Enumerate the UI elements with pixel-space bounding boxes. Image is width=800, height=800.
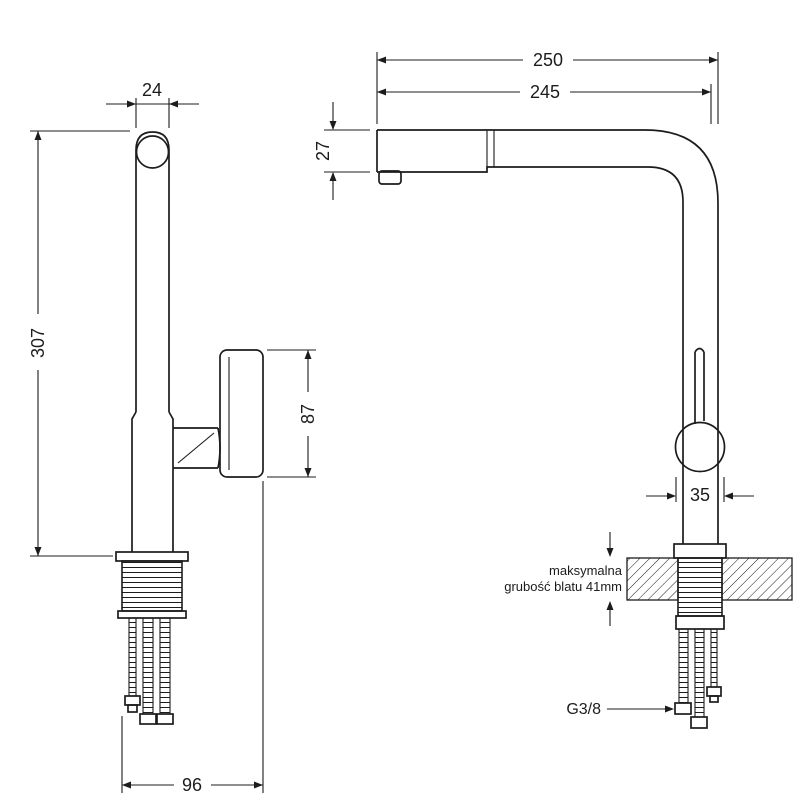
arrowhead	[606, 548, 614, 557]
supply-hose	[159, 617, 171, 715]
hose-fitting	[156, 713, 174, 725]
mounting-nut	[675, 615, 725, 630]
countertop-section	[626, 557, 793, 729]
body-right-edge	[168, 411, 174, 552]
handle-stem	[694, 352, 705, 424]
mounting-stud	[128, 617, 137, 697]
arrowhead	[169, 100, 178, 108]
swivel-joint	[135, 135, 170, 169]
spout-outer-outline	[377, 129, 719, 544]
dim-spout-height: 27	[313, 102, 370, 200]
label-background	[26, 314, 50, 370]
handle-stem-cap	[694, 347, 705, 353]
faucet-body-side	[115, 131, 264, 725]
arrowhead	[606, 601, 614, 610]
arrowhead	[709, 56, 718, 64]
hose-fitting	[139, 713, 157, 725]
arrowhead	[122, 781, 131, 789]
counter-thickness-note: maksymalna grubość blatu 41mm	[504, 532, 623, 626]
arrowhead	[304, 350, 312, 359]
supply-hose	[678, 628, 689, 704]
socket-detail-line	[177, 432, 215, 464]
handle-paddle	[219, 349, 264, 478]
arrowhead	[329, 121, 337, 130]
spout-pipe-outline	[135, 131, 170, 412]
dim-label-total-height: 307	[28, 328, 48, 358]
supply-hose	[142, 617, 154, 715]
counter-note-line2: grubość blatu 41mm	[504, 579, 622, 594]
dim-label-reach-outer: 250	[533, 50, 563, 70]
dim-spout-width: 24	[106, 80, 199, 128]
mounting-washer	[117, 610, 187, 619]
side-view: 24 307	[26, 80, 319, 795]
aerator	[378, 170, 402, 185]
stud-tip	[127, 704, 138, 713]
arrowhead	[34, 131, 42, 140]
dim-body-width: 35	[646, 477, 754, 505]
arrowhead	[377, 88, 386, 96]
thread-size-label: G3/8	[566, 701, 601, 718]
handle-loop	[674, 421, 726, 473]
dim-total-height: 307	[26, 130, 130, 557]
arrowhead	[702, 88, 711, 96]
arrowhead	[665, 705, 674, 713]
dim-reach-outer: 250	[376, 49, 719, 124]
thread-size-callout: G3/8	[566, 701, 674, 718]
hose-fitting	[690, 716, 708, 729]
hose-fitting	[674, 702, 692, 715]
threaded-shank	[121, 560, 183, 612]
arrowhead	[304, 468, 312, 477]
mounting-hardware	[124, 617, 174, 725]
stud-nut	[706, 686, 722, 697]
arrowhead	[667, 492, 676, 500]
stud-tip	[709, 695, 719, 703]
countertop-slab	[721, 557, 793, 601]
counter-note-line1: maksymalna	[549, 563, 623, 578]
deck-flange	[115, 551, 189, 562]
dim-label-base-depth: 96	[182, 775, 202, 795]
arrowhead	[329, 172, 337, 181]
label-background	[297, 392, 319, 436]
label-background	[174, 774, 211, 795]
arrowhead	[34, 547, 42, 556]
countertop-slab	[626, 557, 679, 601]
dim-handle-height: 87	[267, 349, 319, 478]
arrowhead	[127, 100, 136, 108]
dim-base-depth: 96	[121, 481, 264, 795]
front-view: 250 245 27	[313, 49, 793, 729]
dim-label-handle-height: 87	[298, 404, 318, 424]
arrowhead	[377, 56, 386, 64]
mounting-stud	[710, 628, 718, 688]
stud-nut	[124, 695, 141, 706]
spout-inner-outline	[377, 166, 684, 544]
body-left-edge	[131, 411, 137, 552]
mounting-hardware	[674, 628, 722, 729]
supply-hose	[694, 628, 705, 718]
threaded-shank	[677, 557, 723, 617]
label-background	[520, 81, 570, 102]
arrowhead	[254, 781, 263, 789]
arrowhead	[724, 492, 733, 500]
dim-label-body-width: 35	[690, 485, 710, 505]
faucet-body-front	[376, 129, 727, 617]
dim-label-spout-height: 27	[313, 141, 333, 161]
dim-label-spout-width: 24	[142, 80, 162, 100]
dim-label-reach-inner: 245	[530, 82, 560, 102]
deck-flange	[673, 543, 727, 559]
label-background	[523, 49, 573, 70]
dim-reach-inner: 245	[377, 81, 712, 124]
